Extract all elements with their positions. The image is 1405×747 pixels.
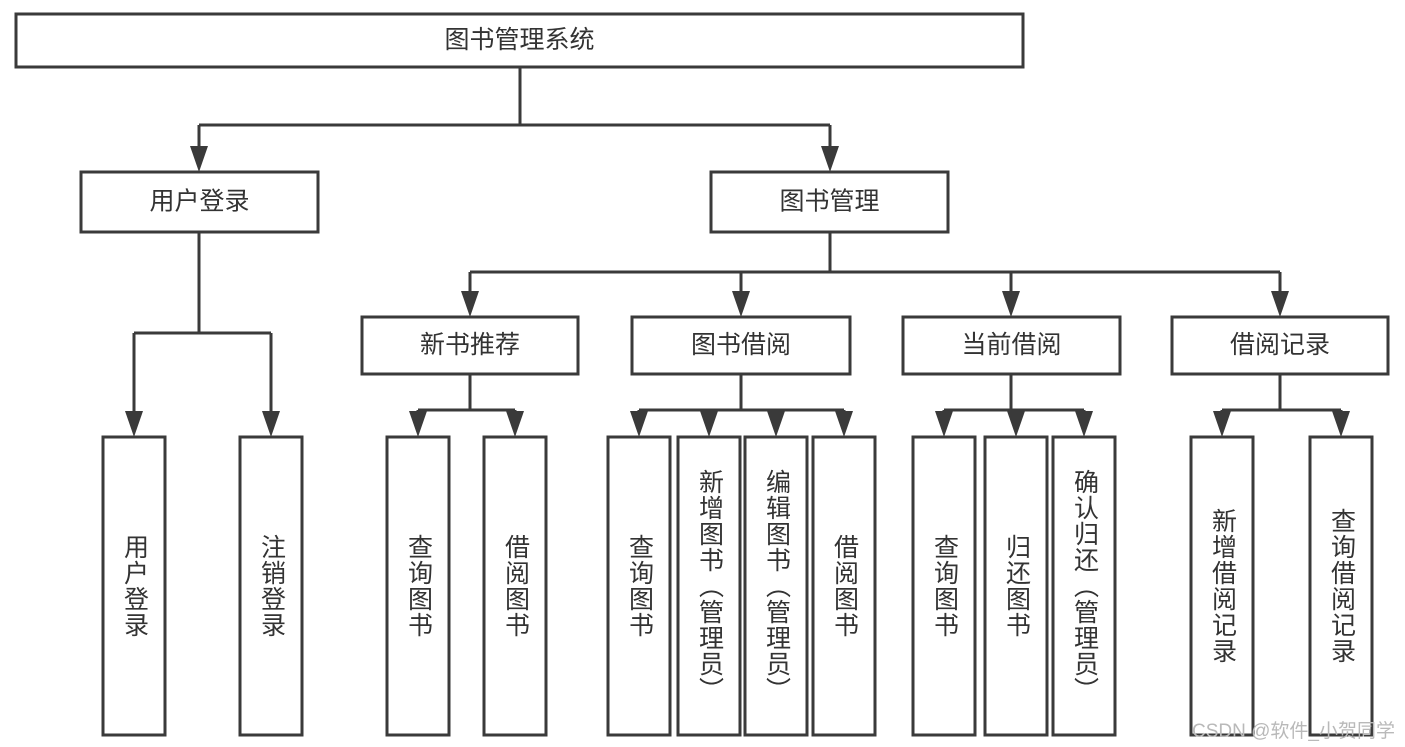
node-new-book-recommend[interactable] [360,315,580,376]
leaf-node-leaf-query-borrow-record[interactable] [1308,435,1374,737]
arrow-head-icon [821,146,839,172]
node-user-login[interactable] [79,170,320,234]
node-box[interactable] [238,435,304,737]
node-box[interactable] [630,315,852,376]
arrow-head-icon [190,146,208,172]
node-label-borrow-record: 借阅记录 [1230,331,1330,359]
leaf-node-leaf-borrow-book-rec[interactable] [482,435,548,737]
leaf-node-leaf-return-book[interactable] [983,435,1049,737]
leaf-node-leaf-add-borrow-record[interactable] [1189,435,1255,737]
node-boxes-layer [14,12,1390,737]
node-box[interactable] [1051,435,1117,737]
leaf-node-leaf-logout[interactable] [238,435,304,737]
leaf-node-leaf-query-book-rec[interactable] [385,435,451,737]
node-box[interactable] [1170,315,1390,376]
node-box[interactable] [14,12,1025,69]
arrow-head-icon [1075,411,1093,437]
watermark-text: CSDN @软件_小贺同学 [1192,721,1395,742]
node-borrow-record[interactable] [1170,315,1390,376]
leaf-node-leaf-borrow-book[interactable] [811,435,877,737]
leaf-node-leaf-edit-book[interactable] [743,435,809,737]
arrow-head-icon [262,411,280,437]
arrow-head-icon [700,411,718,437]
node-book-manage[interactable] [709,170,950,234]
arrow-head-icon [461,291,479,317]
node-label-root: 图书管理系统 [444,26,594,54]
node-box[interactable] [911,435,977,737]
node-box[interactable] [79,170,320,234]
leaf-node-leaf-confirm-return[interactable] [1051,435,1117,737]
arrow-head-icon [835,411,853,437]
node-box[interactable] [482,435,548,737]
node-current-borrow[interactable] [901,315,1122,376]
leaf-node-leaf-query-book-current[interactable] [911,435,977,737]
node-root[interactable] [14,12,1025,69]
arrow-head-icon [1007,411,1025,437]
node-box[interactable] [743,435,809,737]
arrow-head-icon [1271,291,1289,317]
arrow-head-icon [506,411,524,437]
node-label-current-borrow: 当前借阅 [961,331,1061,359]
node-box[interactable] [983,435,1049,737]
node-label-new-book-recommend: 新书推荐 [420,331,520,359]
node-box[interactable] [901,315,1122,376]
node-box[interactable] [1308,435,1374,737]
leaf-node-leaf-query-book-borrow[interactable] [606,435,672,737]
arrow-head-icon [1002,291,1020,317]
arrow-head-icon [1213,411,1231,437]
leaf-node-leaf-add-book[interactable] [676,435,742,737]
node-box[interactable] [676,435,742,737]
node-box[interactable] [811,435,877,737]
connectors-layer [125,67,1350,437]
node-box[interactable] [606,435,672,737]
node-label-book-borrow: 图书借阅 [691,331,791,359]
arrow-head-icon [1332,411,1350,437]
node-box[interactable] [360,315,580,376]
node-label-book-manage: 图书管理 [779,188,879,216]
node-box[interactable] [101,435,167,737]
arrow-head-icon [630,411,648,437]
arrow-head-icon [732,291,750,317]
node-label-user-login: 用户登录 [149,188,249,216]
arrow-head-icon [935,411,953,437]
node-book-borrow[interactable] [630,315,852,376]
node-box[interactable] [385,435,451,737]
arrow-head-icon [409,411,427,437]
leaf-node-leaf-user-login[interactable] [101,435,167,737]
arrow-head-icon [125,411,143,437]
arrow-head-icon [767,411,785,437]
node-box[interactable] [1189,435,1255,737]
node-box[interactable] [709,170,950,234]
